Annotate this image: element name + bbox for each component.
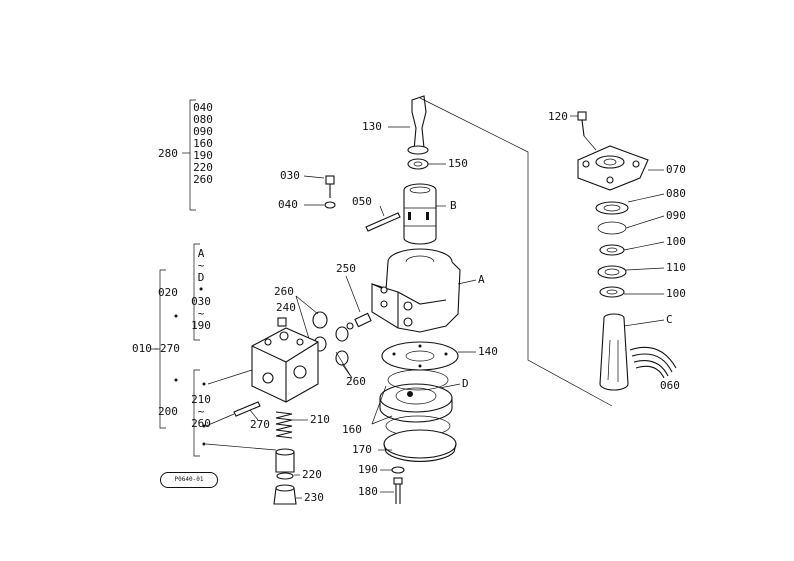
kit-020-range: A ~ D • 030 ~ 190: [188, 248, 214, 332]
bracket-280: [182, 99, 196, 211]
part-100b-washer: [599, 286, 664, 298]
part-B-cylinder: [403, 183, 446, 245]
part-190-washer: [380, 466, 405, 474]
label-130: 130: [362, 120, 382, 133]
part-C-column: [599, 313, 665, 391]
part-250-fitting: [345, 275, 372, 330]
range-tilde-icon: ~: [197, 405, 205, 418]
label-020: 020: [158, 286, 178, 299]
label-A: A: [478, 273, 485, 286]
label-030: 030: [280, 169, 300, 182]
label-070: 070: [666, 163, 686, 176]
assembly-reference-line: [419, 97, 613, 407]
kit-280-item: 090: [193, 125, 213, 138]
label-100-lower: 100: [666, 287, 686, 300]
part-100a-washer: [599, 241, 665, 256]
separator-dot-icon: •: [197, 283, 205, 296]
label-250: 250: [336, 262, 356, 275]
label-150: 150: [448, 157, 468, 170]
label-260-upper: 260: [274, 285, 294, 298]
part-120-bolt: [570, 111, 597, 151]
part-D-gerotor: [379, 383, 461, 423]
kit-280-list: 040 080 090 160 190 220 260: [188, 102, 218, 186]
leader-dots: [174, 314, 277, 451]
range-tilde-icon: ~: [197, 259, 205, 272]
label-100-upper: 100: [666, 235, 686, 248]
label-170: 170: [352, 443, 372, 456]
kit-280-item: 160: [193, 137, 213, 150]
bracket-200: [193, 369, 200, 457]
label-120: 120: [548, 110, 568, 123]
part-150-washer: [407, 158, 446, 170]
label-090: 090: [666, 209, 686, 222]
part-170-end-cover: [378, 429, 457, 462]
kit-280-item: 040: [193, 101, 213, 114]
label-240: 240: [276, 301, 296, 314]
label-140: 140: [478, 345, 498, 358]
label-230: 230: [304, 491, 324, 504]
kit-200-end: 260: [191, 417, 211, 430]
label-190: 190: [358, 463, 378, 476]
part-valve-block: [207, 317, 319, 403]
label-010: 010: [132, 342, 152, 355]
label-110: 110: [666, 261, 686, 274]
bracket-020: [193, 243, 200, 341]
label-160: 160: [342, 423, 362, 436]
kit-020-mid-a: D: [197, 271, 205, 284]
part-130-lever: [388, 95, 429, 155]
label-050: 050: [352, 195, 372, 208]
label-B: B: [450, 199, 457, 212]
bracket-010: [150, 269, 166, 429]
kit-200-start: 210: [191, 393, 211, 406]
kit-010-code: 270: [160, 342, 180, 355]
label-040: 040: [278, 198, 298, 211]
kit-280-item: 260: [193, 173, 213, 186]
separator-dash-icon: -: [153, 342, 160, 355]
part-110-bearing: [597, 265, 665, 279]
kit-280-item: 080: [193, 113, 213, 126]
part-030-screw: [303, 175, 335, 198]
part-090-seal: [597, 215, 665, 235]
kit-020-start: A: [197, 247, 205, 260]
kit-020-mid-b: 030: [191, 295, 211, 308]
label-060: 060: [660, 379, 680, 392]
part-230-cap: [273, 484, 302, 505]
range-tilde-icon: ~: [197, 307, 205, 320]
label-080: 080: [666, 187, 686, 200]
label-200: 200: [158, 405, 178, 418]
part-A-housing: [371, 248, 477, 333]
part-040-seal: [304, 201, 336, 209]
reference-code: P0640-01: [160, 472, 218, 488]
part-070-flange: [577, 145, 664, 191]
part-270-screw: [233, 401, 261, 421]
part-180-bolt: [380, 477, 403, 504]
part-220-plug: [275, 448, 300, 480]
part-140-plate: [381, 341, 476, 371]
kit-280-item: 190: [193, 149, 213, 162]
part-210-spring: [275, 411, 308, 439]
label-280: 280: [158, 147, 178, 160]
label-210: 210: [310, 413, 330, 426]
label-180: 180: [358, 485, 378, 498]
label-C: C: [666, 313, 673, 326]
part-050-pin: [365, 205, 401, 232]
label-D: D: [462, 377, 469, 390]
label-220: 220: [302, 468, 322, 481]
part-060-harness: [629, 346, 677, 379]
kit-020-end: 190: [191, 319, 211, 332]
kit-200-range: 210 ~ 260: [188, 394, 214, 430]
kit-280-item: 220: [193, 161, 213, 174]
label-270: 270: [250, 418, 270, 431]
part-080-bearing: [595, 193, 665, 215]
label-260-lower: 260: [346, 375, 366, 388]
